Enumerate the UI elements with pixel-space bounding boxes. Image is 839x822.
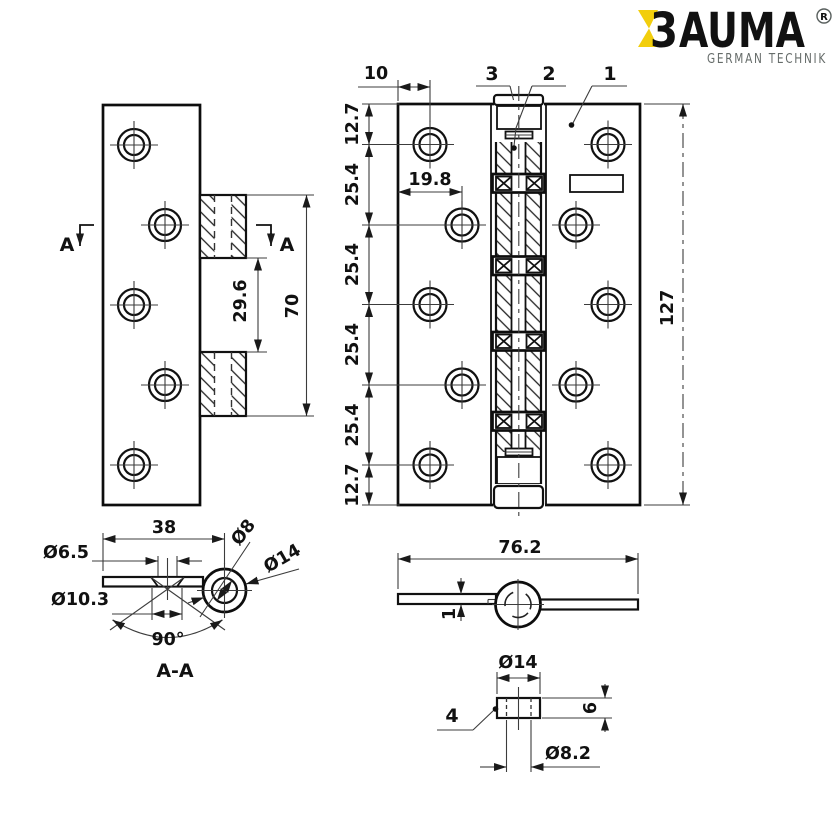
dim-detail-height: 6 bbox=[542, 684, 612, 732]
dim-gap-29-6: 29.6 bbox=[231, 257, 267, 353]
top-view-right-leaf bbox=[538, 598, 640, 611]
logo-wordmark: AUMA bbox=[679, 3, 805, 59]
dim-span-70: 70 bbox=[246, 194, 314, 417]
logo-yellow-shape-top bbox=[638, 10, 658, 29]
main-view: 3 2 1 10 bbox=[343, 63, 690, 521]
svg-text:Ø14: Ø14 bbox=[498, 653, 537, 673]
svg-text:A: A bbox=[60, 234, 75, 256]
logo-b-glyph: 3 bbox=[650, 3, 678, 59]
dim-width-76-2: 76.2 bbox=[397, 538, 639, 594]
svg-text:2: 2 bbox=[542, 63, 555, 85]
callout-3: 3 bbox=[476, 63, 515, 101]
svg-text:4: 4 bbox=[445, 705, 458, 727]
dim-hole-inset-19-8: 19.8 bbox=[398, 170, 463, 208]
svg-text:70: 70 bbox=[283, 294, 303, 318]
front-screw-holes bbox=[110, 121, 189, 489]
svg-text:Ø8: Ø8 bbox=[228, 516, 260, 550]
dim-countersink-dia: Ø10.3 bbox=[51, 588, 183, 620]
top-view-pin-arcs bbox=[504, 590, 532, 619]
svg-text:76.2: 76.2 bbox=[498, 538, 541, 558]
svg-text:25.4: 25.4 bbox=[343, 403, 363, 446]
front-knuckle-upper bbox=[198, 193, 248, 260]
svg-text:12.7: 12.7 bbox=[343, 463, 363, 506]
svg-text:25.4: 25.4 bbox=[343, 163, 363, 206]
svg-text:25.4: 25.4 bbox=[343, 323, 363, 366]
svg-text:12.7: 12.7 bbox=[343, 102, 363, 145]
detail-view: Ø14 6 Ø8.2 4 bbox=[437, 653, 612, 772]
dim-edge-offset-10: 10 bbox=[358, 64, 431, 122]
section-title: A-A bbox=[156, 660, 194, 682]
svg-text:Ø10.3: Ø10.3 bbox=[51, 590, 109, 610]
svg-text:1: 1 bbox=[603, 63, 616, 85]
svg-text:19.8: 19.8 bbox=[408, 170, 451, 190]
svg-text:38: 38 bbox=[152, 518, 176, 538]
section-marker-left: A bbox=[60, 224, 94, 256]
svg-text:90°: 90° bbox=[151, 630, 184, 650]
main-screw-holes-right bbox=[552, 120, 632, 489]
logo-subtitle: GERMAN TECHNIK bbox=[707, 51, 827, 67]
dim-countersink-angle: 90° bbox=[109, 577, 226, 650]
svg-text:6: 6 bbox=[581, 702, 601, 714]
bearing-ring bbox=[491, 255, 546, 277]
callout-1: 1 bbox=[568, 63, 627, 128]
callout-2: 2 bbox=[511, 63, 566, 151]
front-knuckle-lower bbox=[198, 350, 248, 418]
svg-text:29.6: 29.6 bbox=[231, 279, 251, 322]
svg-text:3: 3 bbox=[485, 63, 498, 85]
svg-text:Ø14: Ø14 bbox=[261, 540, 305, 577]
barrel-section bbox=[490, 86, 547, 521]
svg-text:1: 1 bbox=[440, 608, 460, 620]
dim-total-height-127: 127 bbox=[644, 103, 690, 506]
dim-hole-dia: Ø6.5 bbox=[43, 543, 202, 576]
front-view: 29.6 70 A A bbox=[60, 103, 314, 507]
svg-text:Ø8.2: Ø8.2 bbox=[545, 744, 591, 764]
logo-yellow-shape-bottom bbox=[638, 28, 658, 47]
dim-detail-outer: Ø14 bbox=[496, 653, 541, 694]
top-view-left-leaf bbox=[396, 592, 498, 606]
main-screw-holes-left bbox=[406, 120, 486, 489]
registered-trademark-letter: R bbox=[820, 12, 828, 23]
svg-text:A: A bbox=[280, 234, 295, 256]
registered-trademark-icon bbox=[816, 8, 832, 24]
svg-text:127: 127 bbox=[658, 290, 678, 327]
svg-text:25.4: 25.4 bbox=[343, 243, 363, 286]
dim-width-38: 38 bbox=[102, 518, 226, 571]
top-view: 76.2 1 bbox=[396, 538, 640, 630]
dim-thickness-1: 1 bbox=[440, 578, 466, 621]
dim-detail-bore: Ø8.2 bbox=[480, 720, 600, 772]
svg-text:Ø6.5: Ø6.5 bbox=[43, 543, 89, 563]
dim-chain-vertical: 12.7 25.4 25.4 25.4 25.4 12.7 bbox=[343, 102, 444, 507]
section-marker-right: A bbox=[256, 224, 295, 256]
brand-logo: 3 AUMA R GERMAN TECHNIK bbox=[638, 3, 832, 67]
section-aa-view: 38 Ø6.5 Ø10.3 90° bbox=[43, 516, 304, 682]
stamp-plate bbox=[569, 174, 624, 193]
callout-4: 4 bbox=[437, 705, 499, 731]
svg-text:10: 10 bbox=[364, 64, 388, 84]
